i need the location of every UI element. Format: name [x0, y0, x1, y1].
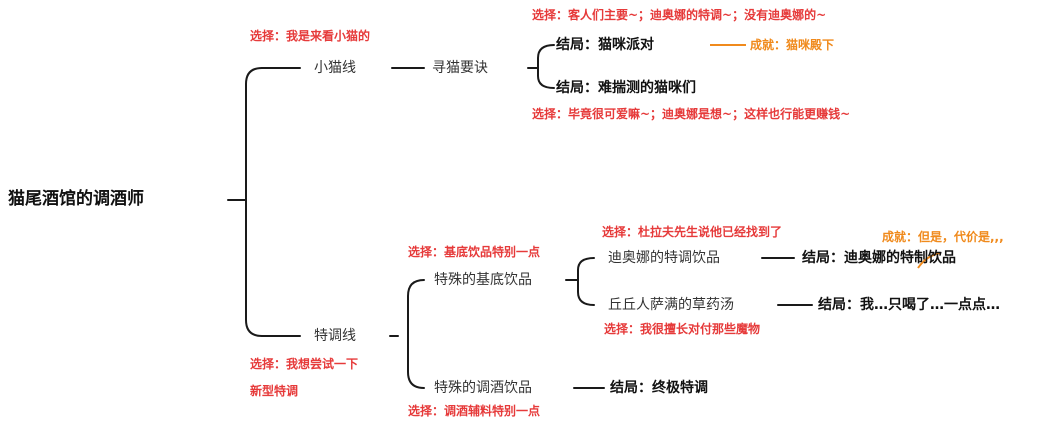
diona-special-drink-node: 迪奥娜的特调饮品 — [608, 250, 720, 266]
kitten-line-node: 小猫线 — [314, 60, 356, 76]
ending-diona-special: 结局：迪奥娜的特制饮品 — [802, 250, 956, 266]
hilichurl-soup-node: 丘丘人萨满的草药汤 — [608, 297, 734, 313]
ending-just-a-sip: 结局：我…只喝了…一点点… — [818, 297, 1000, 313]
child-bracket — [527, 44, 555, 89]
special-choice-line2: 新型特调 — [250, 384, 299, 398]
sub2-choice: 选择：调酒辅料特别一点 — [408, 404, 541, 418]
special-bracket — [407, 279, 425, 389]
drink1-choice: 选择：杜拉夫先生说他已经找到了 — [602, 225, 783, 239]
special-choice-line1: 选择：我想尝试一下 — [250, 357, 359, 371]
find-cat-node: 寻猫要诀 — [432, 60, 488, 76]
root-node: 猫尾酒馆的调酒师 — [8, 189, 144, 209]
ending-cat-party: 结局：猫咪派对 — [556, 37, 654, 53]
drinks-bracket — [577, 257, 595, 306]
ending-unpredictable-cats: 结局：难揣测的猫咪们 — [556, 80, 696, 96]
special-base-drink-node: 特殊的基底饮品 — [434, 272, 532, 288]
kitten-top-choice: 选择：客人们主要~；迪奥娜的特调~；没有迪奥娜的~ — [532, 8, 827, 22]
kitten-choice: 选择：我是来看小猫的 — [250, 29, 371, 43]
achievement-cat-highness: 成就：猫咪殿下 — [750, 38, 835, 52]
sub1-choice: 选择：基底饮品特别一点 — [408, 245, 541, 259]
ending-ultimate-special: 结局：终极特调 — [610, 380, 708, 396]
main-bracket — [245, 67, 263, 337]
special-line-node: 特调线 — [314, 328, 356, 344]
special-cocktail-node: 特殊的调酒饮品 — [434, 380, 532, 396]
kitten-bottom-choice: 选择：毕竟很可爱嘛~；迪奥娜是想~；这样也行能更赚钱~ — [532, 107, 851, 121]
achievement-but-price: 成就：但是，代价是,,, — [882, 230, 1004, 244]
achievement-underline — [917, 252, 941, 269]
drink2-choice: 选择：我很擅长对付那些魔物 — [604, 322, 761, 336]
